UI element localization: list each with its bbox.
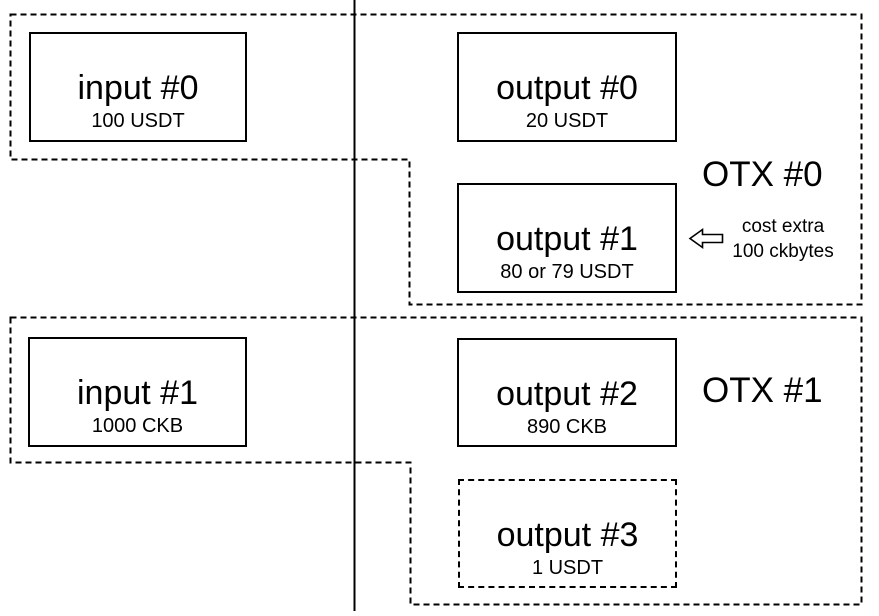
output-2-title: output #2 bbox=[496, 374, 638, 413]
otx-1-boundary bbox=[9, 316, 863, 606]
output-3-title: output #3 bbox=[496, 515, 639, 554]
input-1-title: input #1 bbox=[77, 374, 198, 412]
input-1-amount: 1000 CKB bbox=[91, 415, 184, 437]
output-3-amount: 1 USDT bbox=[531, 556, 604, 579]
output-1-box: output #1 80 or 79 USDT bbox=[457, 183, 677, 293]
output-0-box: output #0 20 USDT bbox=[457, 32, 677, 142]
input-0-amount: 100 USDT bbox=[91, 110, 185, 132]
cost-annotation: cost extra 100 ckbytes bbox=[718, 214, 848, 264]
output-1-amount: 80 or 79 USDT bbox=[500, 261, 634, 283]
input-0-box: input #0 100 USDT bbox=[29, 32, 247, 142]
left-arrow-icon bbox=[688, 227, 724, 250]
input-0-title: input #0 bbox=[77, 69, 199, 107]
output-2-box: output #2 890 CKB bbox=[457, 338, 677, 447]
output-0-title: output #0 bbox=[496, 69, 638, 107]
input-1-box: input #1 1000 CKB bbox=[28, 337, 247, 447]
otx-0-label: OTX #0 bbox=[702, 155, 823, 194]
cost-annotation-line2: 100 ckbytes bbox=[732, 241, 834, 262]
otx-0-boundary bbox=[9, 13, 863, 306]
output-2-amount: 890 CKB bbox=[526, 415, 608, 438]
output-1-title: output #1 bbox=[496, 220, 638, 258]
output-3-box: output #3 1 USDT bbox=[458, 479, 677, 588]
output-0-amount: 20 USDT bbox=[525, 110, 609, 132]
cost-annotation-line1: cost extra bbox=[741, 216, 825, 237]
otx-1-label: OTX #1 bbox=[702, 371, 823, 410]
